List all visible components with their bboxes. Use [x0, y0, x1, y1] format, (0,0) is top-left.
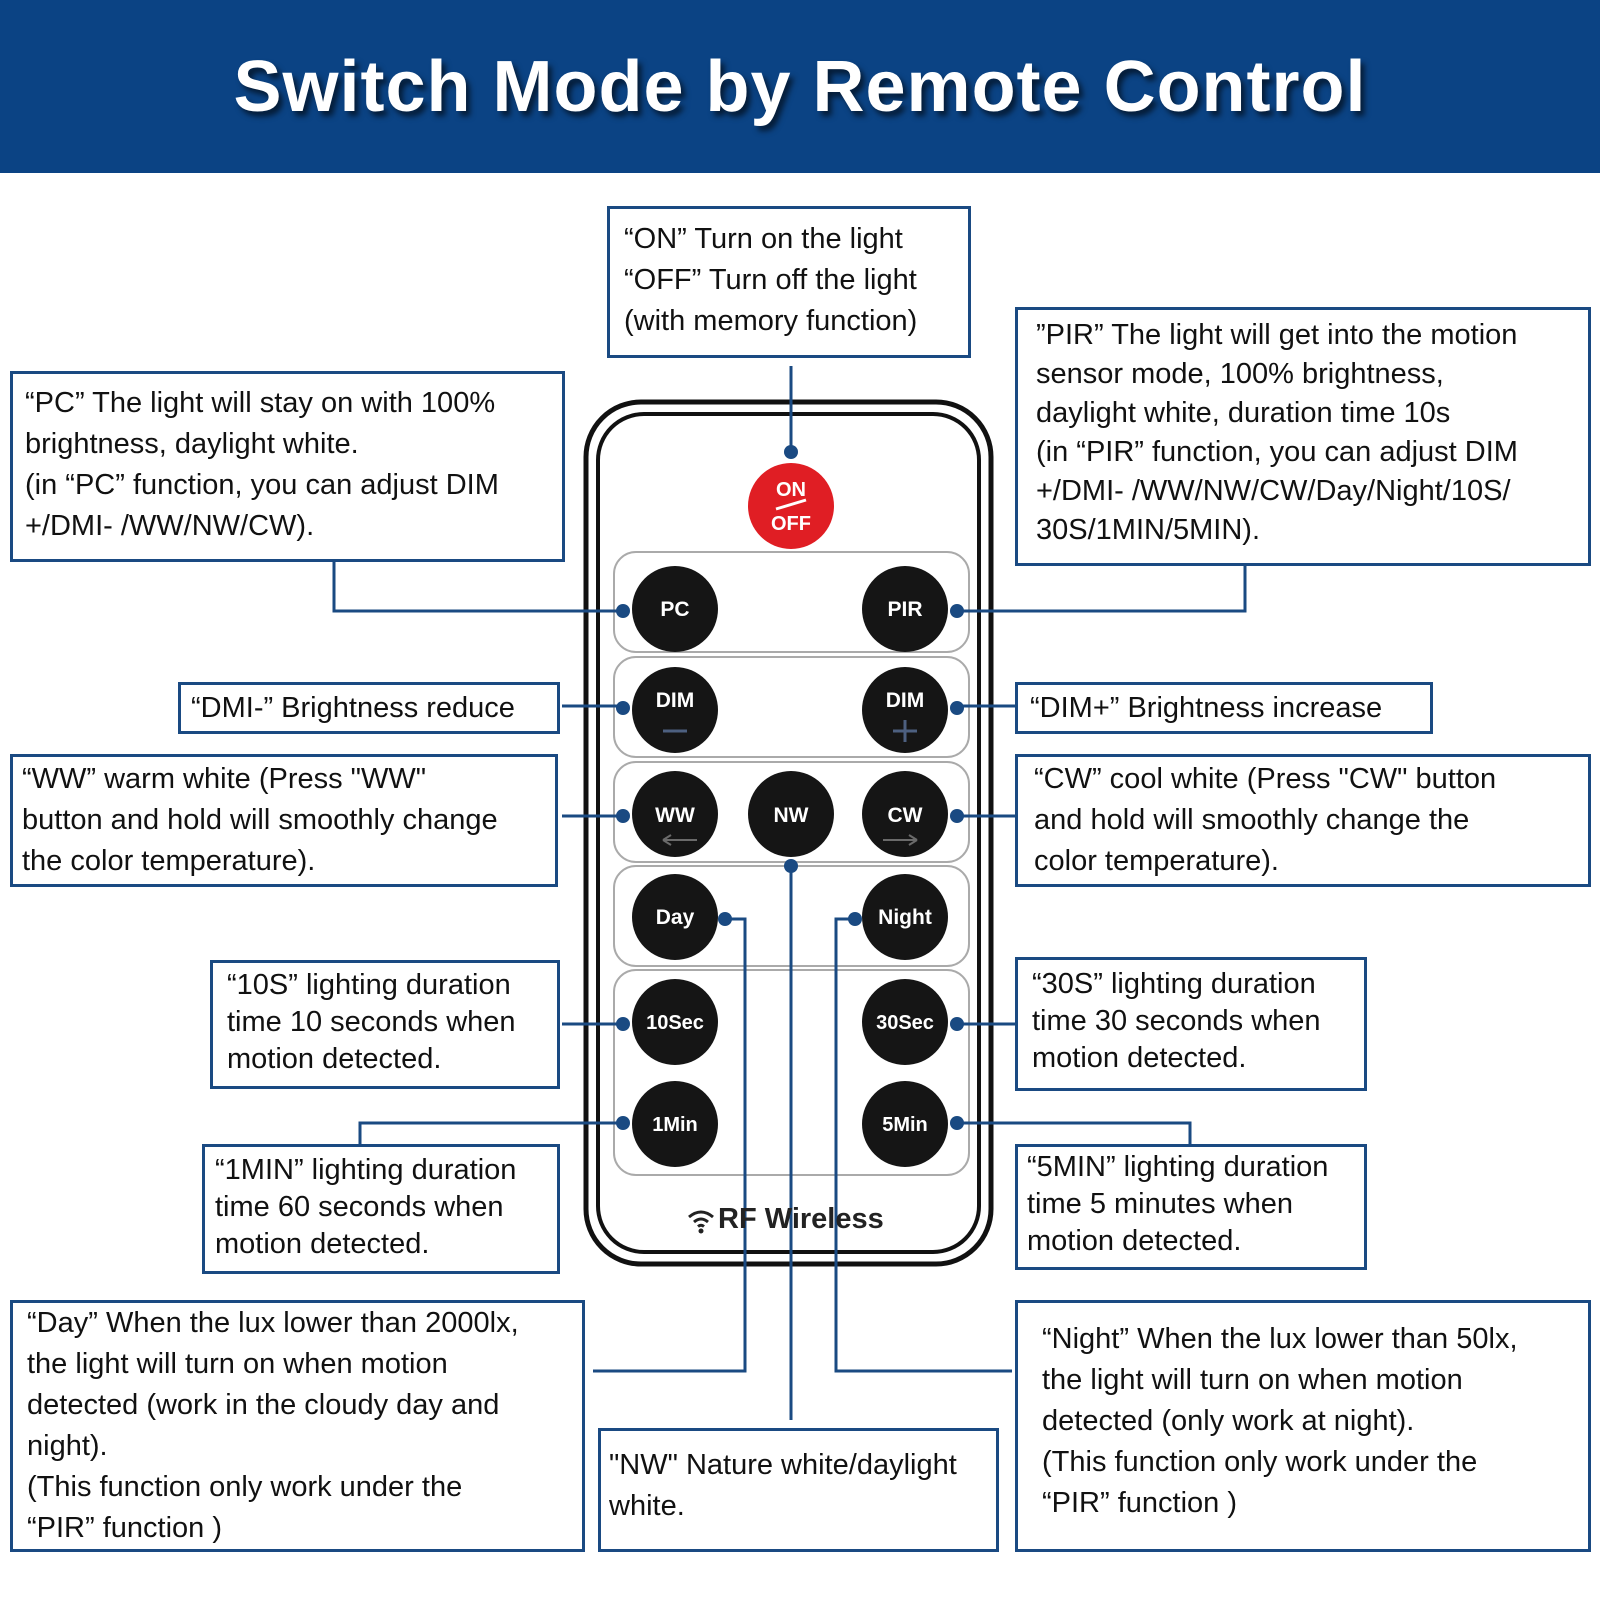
callout-dim-plus: “DIM+” Brightness increase [1015, 682, 1433, 734]
callout-pc: “PC” The light will stay on with 100%bri… [10, 371, 565, 562]
wifi-icon [688, 1210, 714, 1234]
cw-button-label: CW [888, 804, 923, 827]
ww-button[interactable]: WW [632, 771, 718, 857]
callout-day: “Day” When the lux lower than 2000lx,the… [10, 1300, 585, 1552]
on-label: ON [776, 479, 806, 501]
callout-onoff: “ON” Turn on the light“OFF” Turn off the… [607, 206, 971, 358]
dim-minus-label: DIM [656, 689, 695, 712]
cw-button[interactable]: CW [862, 771, 948, 857]
dim-plus-button[interactable]: DIM [862, 667, 948, 753]
dim-minus-button[interactable]: DIM [632, 667, 718, 753]
day-button[interactable]: Day [632, 874, 718, 960]
header-banner [0, 0, 1600, 173]
1min-button-label: 1Min [652, 1114, 698, 1136]
callout-pir: ”PIR” The light will get into the motion… [1015, 307, 1591, 566]
connector-lines [332, 366, 1247, 1420]
pir-button[interactable]: PIR [862, 566, 948, 652]
pir-button-label: PIR [887, 598, 922, 621]
arrow-right-icon [883, 834, 918, 846]
dim-plus-label: DIM [886, 689, 925, 712]
pc-button-label: PC [660, 598, 689, 621]
nw-button-label: NW [774, 804, 809, 827]
night-button[interactable]: Night [862, 874, 948, 960]
5min-button-label: 5Min [882, 1114, 928, 1136]
connector-dot-onoff [784, 445, 798, 459]
arrow-left-icon [662, 834, 697, 846]
10sec-button[interactable]: 10Sec [632, 979, 718, 1065]
page-title: Switch Mode by Remote Control [233, 46, 1367, 127]
off-label: OFF [771, 513, 811, 535]
callout-night: “Night” When the lux lower than 50lx,the… [1015, 1300, 1591, 1552]
callout-ww: “WW” warm white (Press "WW"button and ho… [10, 754, 558, 887]
night-button-label: Night [878, 906, 932, 929]
30sec-button[interactable]: 30Sec [862, 979, 948, 1065]
pc-button[interactable]: PC [632, 566, 718, 652]
nw-button[interactable]: NW [748, 771, 834, 857]
day-button-label: Day [656, 906, 695, 929]
callout-dim-minus: “DMI-” Brightness reduce [178, 682, 560, 734]
rf-wireless-label: RF Wireless [718, 1203, 884, 1235]
connector-dots [616, 604, 964, 1130]
on-off-button[interactable]: ON OFF [748, 463, 834, 549]
5min-button[interactable]: 5Min [862, 1081, 948, 1167]
30sec-button-label: 30Sec [876, 1012, 934, 1034]
1min-button[interactable]: 1Min [632, 1081, 718, 1167]
ww-button-label: WW [655, 804, 695, 827]
10sec-button-label: 10Sec [646, 1012, 704, 1034]
